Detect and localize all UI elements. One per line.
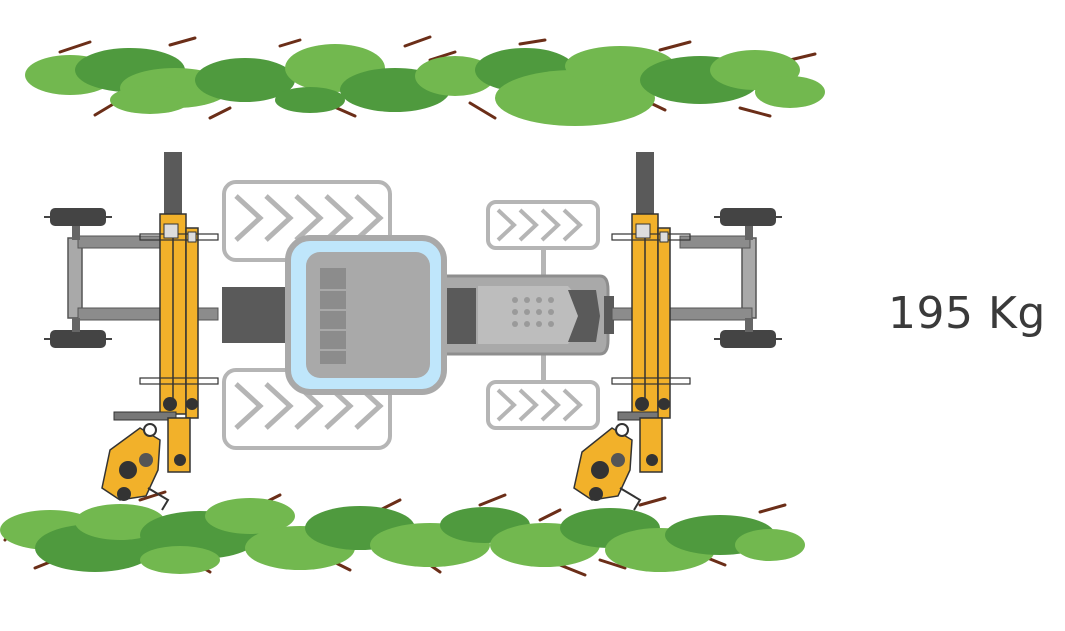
top-hedge-branches <box>58 35 817 120</box>
front-right-tyre <box>486 380 600 430</box>
bottom-hedge-icon <box>0 498 805 574</box>
front-left-tyre <box>486 200 600 250</box>
top-hedge-icon <box>25 44 825 126</box>
right-trimmer-arm-icon <box>573 152 782 511</box>
left-trimmer-arm-icon <box>44 152 219 511</box>
weight-label: 195 Kg <box>888 288 1046 339</box>
cab-icon <box>285 235 447 395</box>
tractor-icon <box>222 180 614 450</box>
